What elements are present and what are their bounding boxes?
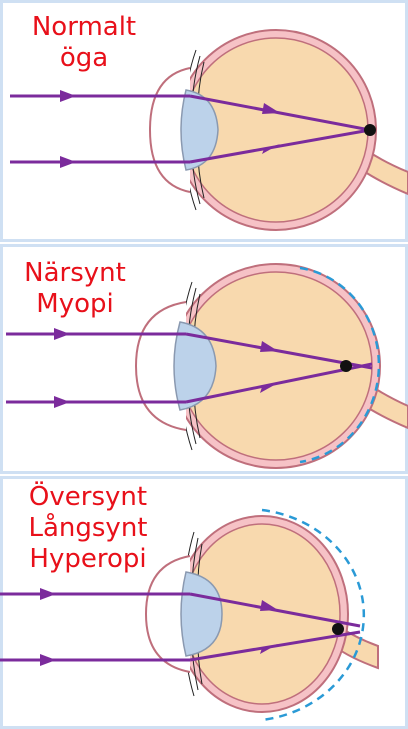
label-line: Hyperopi [8,544,168,575]
panel-hyperopia: Översynt Långsynt Hyperopi [0,476,408,729]
label-line: öga [14,43,154,74]
label-line: Myopi [10,289,140,320]
label-line: Närsynt [10,258,140,289]
panel-myopia: Närsynt Myopi [0,244,408,474]
focus-point [340,360,352,372]
panel-label-normal: Normalt öga [14,12,154,74]
label-line: Långsynt [8,513,168,544]
label-line: Översynt [8,482,168,513]
panel-label-hyperopia: Översynt Långsynt Hyperopi [8,482,168,575]
focus-point [364,124,376,136]
focus-point [332,623,344,635]
label-line: Normalt [14,12,154,43]
panel-label-myopia: Närsynt Myopi [10,258,140,320]
panel-normal-eye: Normalt öga [0,0,408,242]
